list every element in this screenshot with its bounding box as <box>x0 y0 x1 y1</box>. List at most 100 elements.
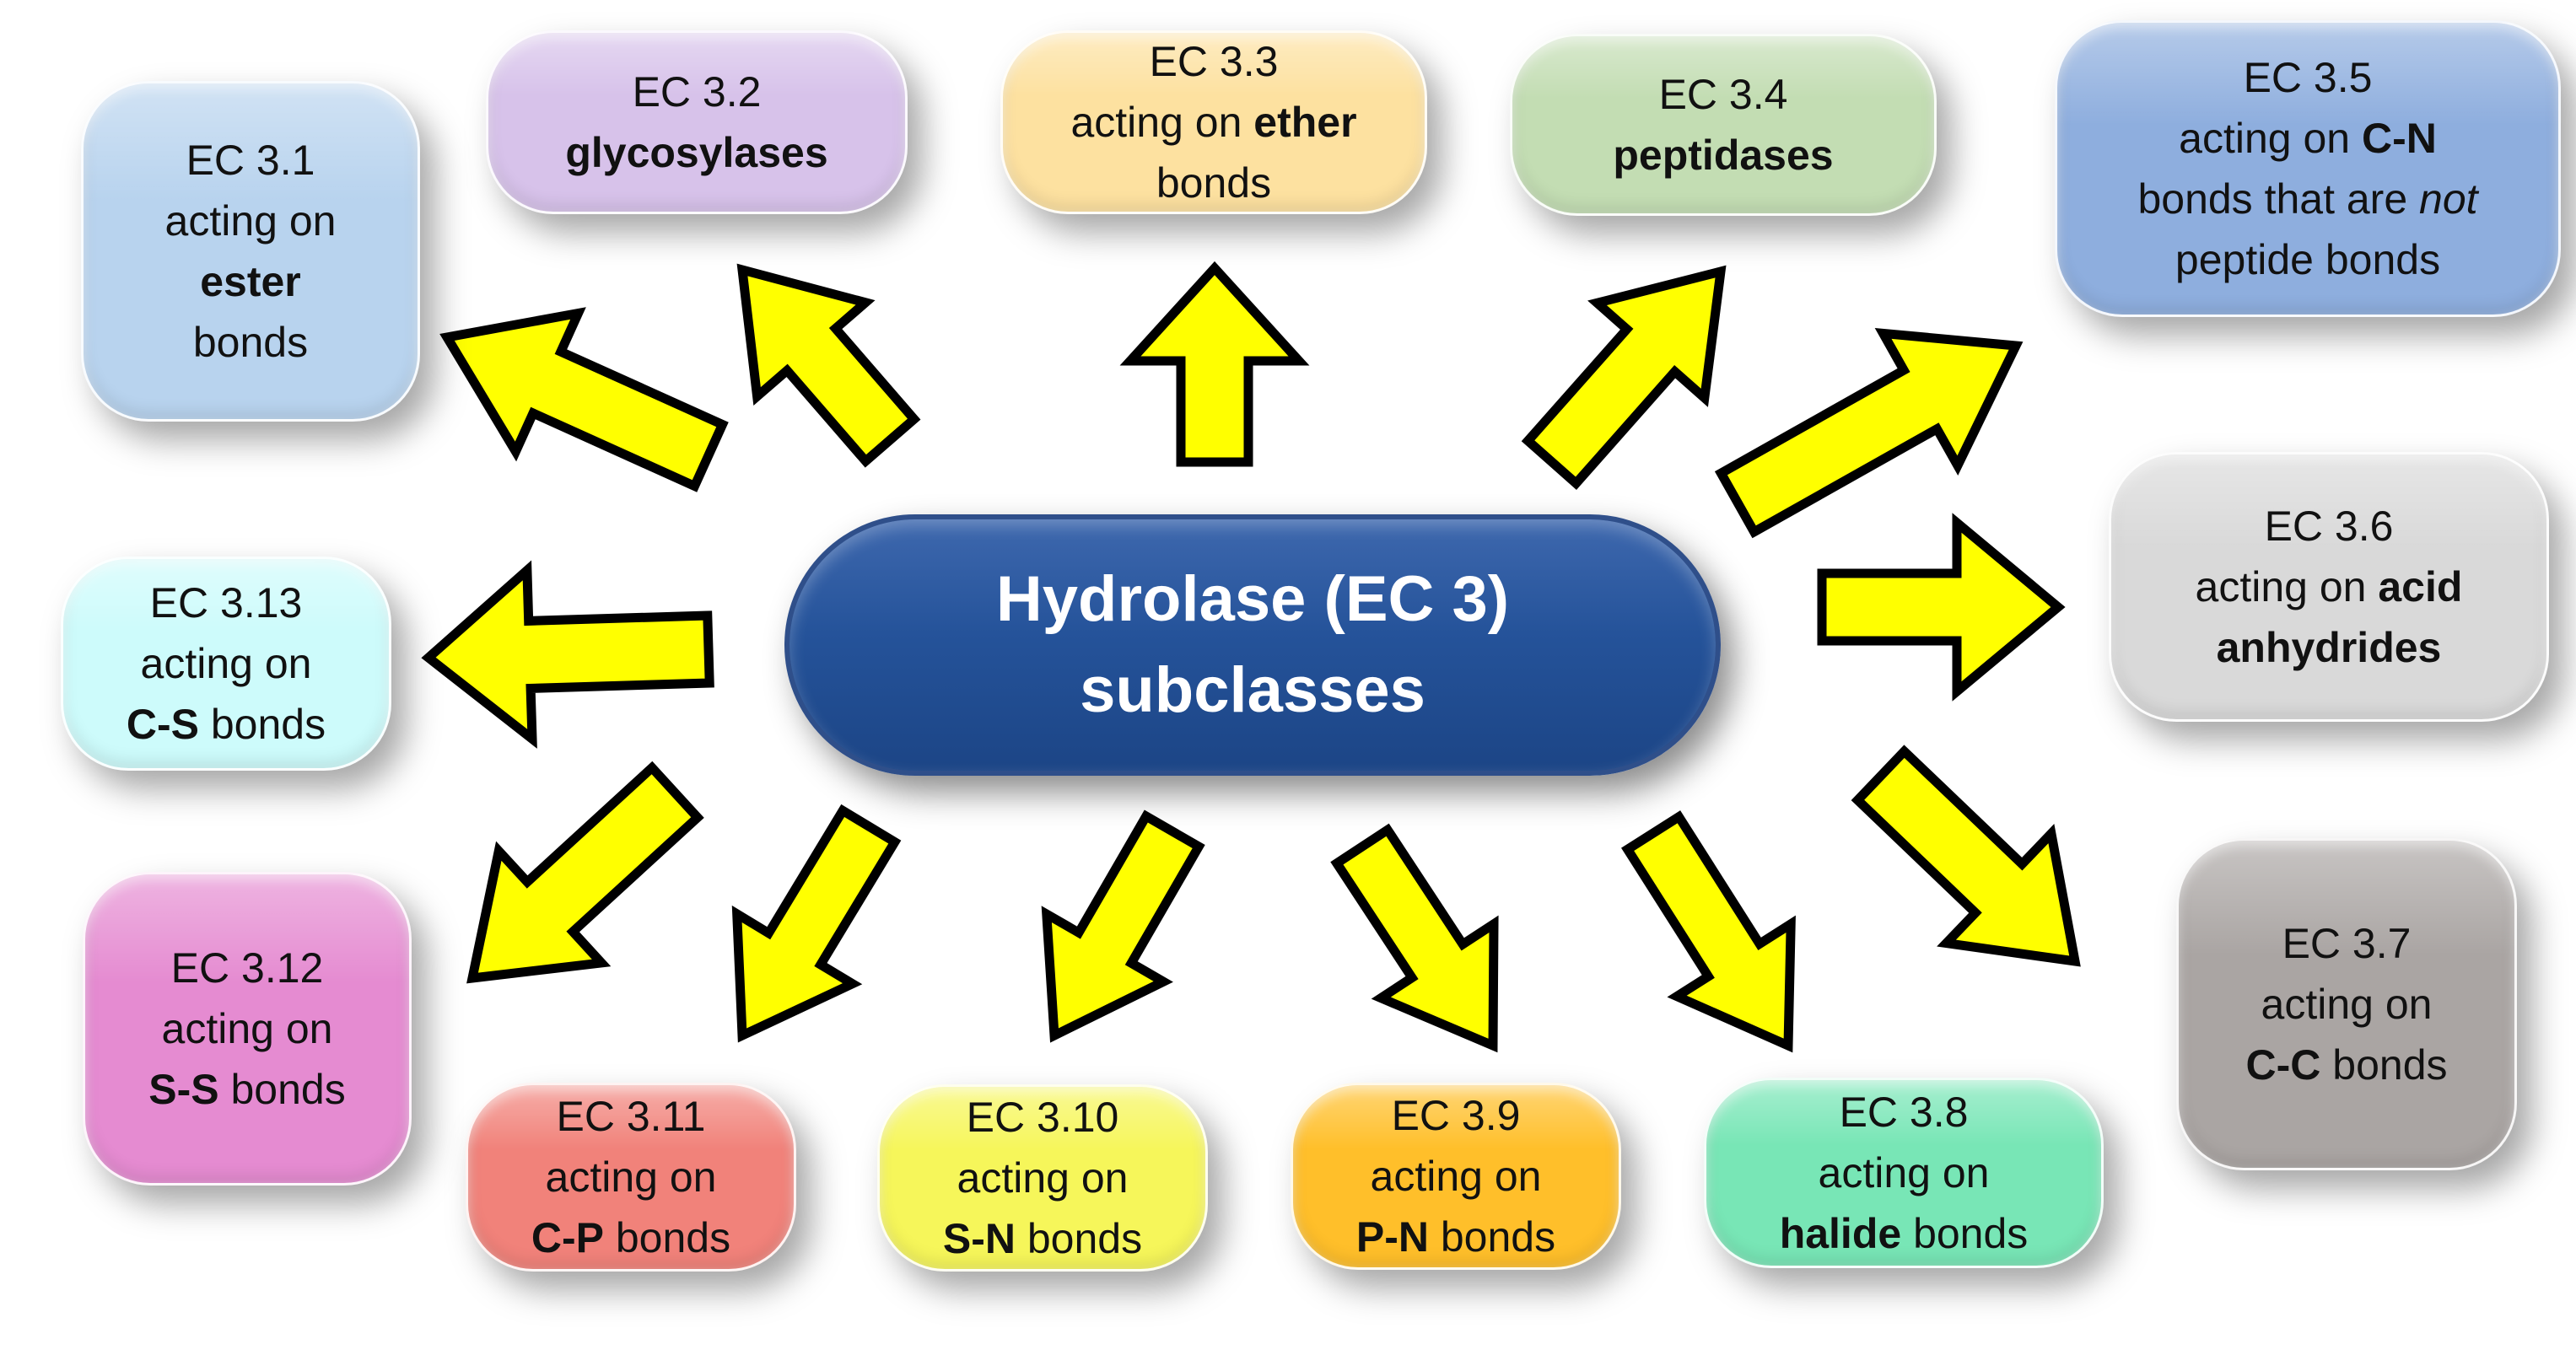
node-text-segment: acting on <box>1818 1149 1990 1196</box>
arrow <box>1521 265 1727 490</box>
node-text: EC 3.8 acting on halide bonds <box>1780 1082 2029 1264</box>
node-text-segment: bonds <box>1901 1210 2029 1257</box>
node-text: EC 3.2 glycosylases <box>565 62 827 183</box>
node-text-segment: not <box>2419 175 2478 223</box>
node-text-segment: C-C <box>2245 1041 2321 1089</box>
node-text-segment: acting on <box>2261 981 2433 1028</box>
node-text-line: C-P bonds <box>531 1207 730 1268</box>
node-text-segment: EC 3.11 <box>556 1093 706 1140</box>
node-ec3-6: EC 3.6 acting on acid anhydrides <box>2109 452 2549 722</box>
node-text-segment: P-N <box>1355 1213 1429 1261</box>
arrow <box>1621 810 1796 1053</box>
node-ec3-12: EC 3.12 acting on S-S bonds <box>83 872 412 1186</box>
node-ec3-3: EC 3.3 acting on ether bonds <box>1000 30 1427 214</box>
node-ec3-11: EC 3.11 acting on C-P bonds <box>466 1083 796 1272</box>
node-text-segment: acting on <box>2179 115 2362 162</box>
node-ec3-10: EC 3.10 acting on S-N bonds <box>877 1084 1208 1272</box>
node-text-line: peptide bonds <box>2137 229 2477 290</box>
node-text-line: acting on C-N <box>2137 108 2477 169</box>
node-text-line: EC 3.10 <box>943 1087 1142 1148</box>
node-text-segment: acting on <box>957 1154 1129 1202</box>
node-text: EC 3.13 acting on C-S bonds <box>127 573 326 755</box>
arrow <box>731 804 902 1043</box>
node-text-line: EC 3.8 <box>1780 1082 2029 1143</box>
node-text-segment: C-N <box>2361 115 2437 162</box>
node-text-segment: acting on <box>161 1005 333 1052</box>
node-text-line: EC 3.6 <box>2196 496 2463 557</box>
node-text-line: bonds that are not <box>2137 169 2477 229</box>
node-text-line: acting on <box>148 998 345 1059</box>
node-text-line: acting on <box>531 1147 730 1207</box>
node-text-line: EC 3.7 <box>2246 913 2448 974</box>
node-text-segment: EC 3.2 <box>632 68 762 116</box>
node-text-segment: EC 3.12 <box>170 944 324 992</box>
node-text-line: P-N bonds <box>1356 1207 1555 1267</box>
node-text: EC 3.4 peptidases <box>1613 64 1833 186</box>
node-text-line: acting on <box>2246 974 2448 1035</box>
node-text-segment: acting on <box>2195 563 2379 610</box>
node-text-segment: bonds <box>603 1214 731 1261</box>
node-text-segment: S-N <box>942 1215 1016 1262</box>
node-text-segment: C-S <box>126 701 199 748</box>
node-text-segment: EC 3.10 <box>966 1094 1119 1141</box>
node-text-line: EC 3.5 <box>2137 47 2477 108</box>
node-text-segment: peptidases <box>1613 132 1834 179</box>
arrow <box>1041 809 1205 1043</box>
node-text-segment: acting on <box>140 640 312 687</box>
arrow <box>1817 513 2066 702</box>
node-text: EC 3.12 acting on S-S bonds <box>148 938 345 1120</box>
node-text-line: anhydrides <box>2196 617 2463 678</box>
node-text-line: acting on <box>165 191 337 251</box>
arrow <box>736 263 921 468</box>
arrow <box>421 560 714 749</box>
node-text-line: S-S bonds <box>148 1059 345 1120</box>
node-text: EC 3.7 acting on C-C bonds <box>2246 913 2448 1095</box>
arrow <box>439 307 729 492</box>
node-text-segment: anhydrides <box>2216 624 2442 671</box>
node-text-segment: EC 3.7 <box>2282 920 2412 967</box>
node-text-segment: peptide bonds <box>2175 236 2441 283</box>
node-text-line: EC 3.13 <box>127 573 326 633</box>
node-text-line: C-S bonds <box>127 694 326 755</box>
node-text-line: EC 3.9 <box>1356 1085 1555 1146</box>
node-text-segment: S-S <box>148 1066 219 1113</box>
node-text-segment: EC 3.1 <box>186 137 315 184</box>
node-text: EC 3.10 acting on S-N bonds <box>943 1087 1142 1269</box>
node-text-segment: EC 3.13 <box>149 579 303 626</box>
central-node-line2: subclasses <box>1080 654 1425 726</box>
node-text-segment: C-P <box>531 1214 604 1261</box>
node-text-segment: acting on <box>545 1153 717 1201</box>
node-text: EC 3.3 acting on ether bonds <box>1070 31 1356 213</box>
node-text-line: acting on <box>943 1148 1142 1208</box>
node-text-segment: bonds that are <box>2137 175 2420 223</box>
node-text-line: EC 3.12 <box>148 938 345 998</box>
node-text-line: EC 3.1 <box>165 130 337 191</box>
node-ec3-9: EC 3.9 acting on P-N bonds <box>1291 1083 1621 1270</box>
node-text-segment: glycosylases <box>565 129 828 176</box>
node-text-line: acting on ether <box>1070 92 1356 153</box>
node-text-line: bonds <box>165 312 337 373</box>
node-text-segment: bonds <box>1156 159 1272 207</box>
node-text-segment: EC 3.8 <box>1839 1089 1969 1136</box>
node-text-segment: acting on <box>164 197 337 245</box>
node-text-segment: bonds <box>1015 1215 1143 1262</box>
node-text-segment: halide <box>1779 1210 1902 1257</box>
node-ec3-1: EC 3.1 acting on ester bonds <box>81 81 420 422</box>
arrow <box>1330 823 1499 1053</box>
node-text: EC 3.6 acting on acid anhydrides <box>2196 496 2463 678</box>
node-text-segment: EC 3.5 <box>2243 54 2373 101</box>
node-text-line: EC 3.4 <box>1613 64 1833 125</box>
node-text-segment: EC 3.3 <box>1149 38 1279 85</box>
node-text-line: EC 3.2 <box>565 62 827 122</box>
node-text-segment: EC 3.6 <box>2264 503 2394 550</box>
node-text-segment: bonds <box>2320 1041 2448 1089</box>
node-text-line: acting on acid <box>2196 557 2463 617</box>
node-text-segment: ester <box>200 258 301 305</box>
central-node-line1: Hydrolase (EC 3) <box>995 563 1510 635</box>
node-text-segment: EC 3.4 <box>1658 71 1788 118</box>
node-text-segment: acting on <box>1370 1153 1542 1200</box>
node-text-segment: ether <box>1253 99 1357 146</box>
node-ec3-2: EC 3.2 glycosylases <box>486 30 908 214</box>
